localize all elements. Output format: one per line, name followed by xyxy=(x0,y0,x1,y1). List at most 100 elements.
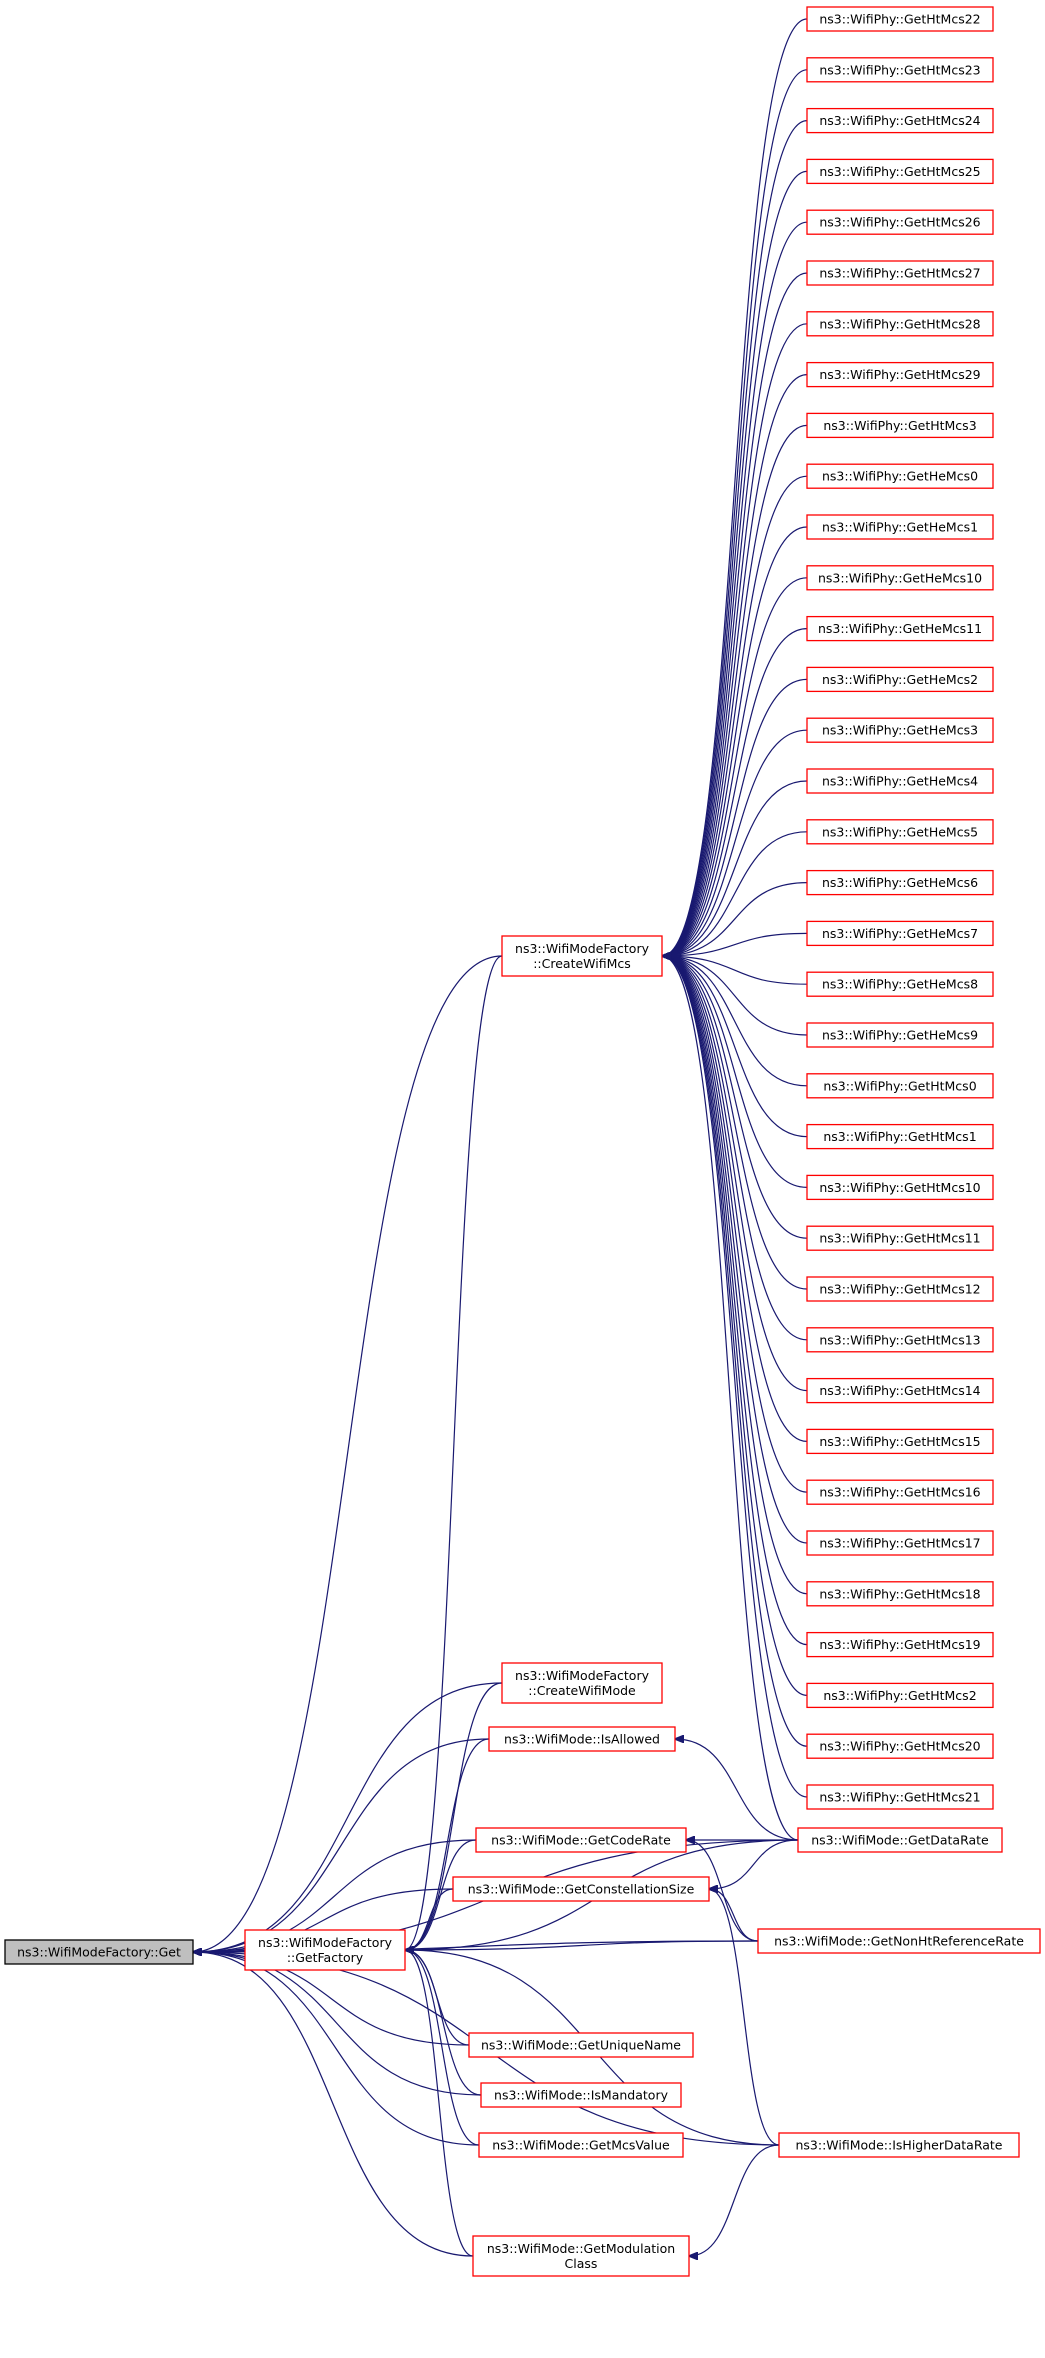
edge-ht14-to-createwifimcs xyxy=(662,956,808,1392)
node-ns3-wifiphy-gethtmcs11[interactable]: ns3::WifiPhy::GetHtMcs11 xyxy=(806,1225,994,1251)
node-ns3-wifiphy-gethemcs8[interactable]: ns3::WifiPhy::GetHeMcs8 xyxy=(806,971,994,997)
edge-ht26-to-createwifimcs xyxy=(662,221,808,956)
node-label: ns3::WifiPhy::GetHeMcs2 xyxy=(822,672,978,687)
node-box xyxy=(806,1022,994,1048)
node-ns3-wifiphy-gethtmcs14[interactable]: ns3::WifiPhy::GetHtMcs14 xyxy=(806,1377,994,1404)
node-ns3-wifimodefactory-createwifimode[interactable]: ns3::WifiModeFactory::CreateWifiMode xyxy=(501,1662,663,1704)
node-ns3-wifimode-getmcsvalue[interactable]: ns3::WifiMode::GetMcsValue xyxy=(478,2132,684,2158)
node-ns3-wifiphy-gethtmcs13[interactable]: ns3::WifiPhy::GetHtMcs13 xyxy=(806,1327,994,1353)
node-ns3-wifiphy-gethtmcs15[interactable]: ns3::WifiPhy::GetHtMcs15 xyxy=(806,1428,994,1455)
edge-ht21-to-createwifimcs xyxy=(662,956,808,1798)
node-ns3-wifimode-getdatarate[interactable]: ns3::WifiMode::GetDataRate xyxy=(797,1827,1003,1853)
node-label: ns3::WifiPhy::GetHtMcs24 xyxy=(819,113,980,128)
node-box xyxy=(806,920,994,947)
edge-he4-to-createwifimcs xyxy=(662,780,808,956)
node-ns3-wifiphy-gethemcs10[interactable]: ns3::WifiPhy::GetHeMcs10 xyxy=(806,565,994,591)
edge-he11-to-createwifimcs xyxy=(662,628,808,956)
edge-he1-to-createwifimcs xyxy=(662,526,808,956)
node-ns3-wifiphy-gethtmcs12[interactable]: ns3::WifiPhy::GetHtMcs12 xyxy=(806,1276,994,1302)
node-label: ns3::WifiPhy::GetHtMcs21 xyxy=(819,1790,980,1805)
node-label: ns3::WifiPhy::GetHtMcs29 xyxy=(819,367,980,382)
node-ns3-wifiphy-gethtmcs16[interactable]: ns3::WifiPhy::GetHtMcs16 xyxy=(806,1479,994,1505)
node-ns3-wifimodefactory-get[interactable]: ns3::WifiModeFactory::Get xyxy=(4,1939,194,1965)
node-label: ns3::WifiModeFactory::Get xyxy=(17,1945,181,1960)
node-label: ns3::WifiPhy::GetHtMcs28 xyxy=(819,316,980,331)
node-ns3-wifimode-getconstellationsize[interactable]: ns3::WifiMode::GetConstellationSize xyxy=(452,1876,710,1902)
edge-ht24-to-createwifimcs xyxy=(662,120,808,956)
node-ns3-wifimode-isallowed[interactable]: ns3::WifiMode::IsAllowed xyxy=(488,1726,676,1752)
node-label: ns3::WifiPhy::GetHtMcs3 xyxy=(823,418,976,433)
node-label: ns3::WifiPhy::GetHtMcs10 xyxy=(819,1180,980,1195)
edge-ht23-to-createwifimcs xyxy=(662,69,808,956)
node-ns3-wifimode-getuniquename[interactable]: ns3::WifiMode::GetUniqueName xyxy=(468,2032,694,2058)
node-ns3-wifimode-getnonhtreferencerate[interactable]: ns3::WifiMode::GetNonHtReferenceRate xyxy=(757,1928,1041,1954)
node-label: ::GetFactory xyxy=(287,1950,364,1965)
node-ns3-wifiphy-gethtmcs18[interactable]: ns3::WifiPhy::GetHtMcs18 xyxy=(806,1581,994,1607)
node-ns3-wifiphy-gethemcs7[interactable]: ns3::WifiPhy::GetHeMcs7 xyxy=(806,920,994,947)
edge-getdatarate-to-createwifimcs xyxy=(662,956,799,1841)
node-box xyxy=(806,107,994,134)
node-ns3-wifimodefactory-getfactory[interactable]: ns3::WifiModeFactory::GetFactory xyxy=(244,1929,406,1971)
node-box xyxy=(478,2132,684,2158)
edge-he5-to-createwifimcs xyxy=(662,831,808,956)
node-ns3-wifiphy-gethtmcs20[interactable]: ns3::WifiPhy::GetHtMcs20 xyxy=(806,1733,994,1759)
node-ns3-wifiphy-gethtmcs27[interactable]: ns3::WifiPhy::GetHtMcs27 xyxy=(806,260,994,286)
node-box xyxy=(806,1073,994,1099)
node-box xyxy=(806,209,994,235)
node-label: ns3::WifiPhy::GetHeMcs3 xyxy=(822,723,978,738)
node-ns3-wifiphy-gethtmcs24[interactable]: ns3::WifiPhy::GetHtMcs24 xyxy=(806,107,994,134)
node-box xyxy=(806,1479,994,1505)
node-ns3-wifiphy-gethemcs2[interactable]: ns3::WifiPhy::GetHeMcs2 xyxy=(806,666,994,693)
node-ns3-wifimode-ishigherdatarate[interactable]: ns3::WifiMode::IsHigherDataRate xyxy=(778,2132,1020,2158)
edge-ht27-to-createwifimcs xyxy=(662,272,808,956)
node-ns3-wifiphy-gethemcs11[interactable]: ns3::WifiPhy::GetHeMcs11 xyxy=(806,615,994,642)
edge-ishigherdatarate-to-getconstellationsize xyxy=(709,1889,780,2146)
node-ns3-wifiphy-gethemcs9[interactable]: ns3::WifiPhy::GetHeMcs9 xyxy=(806,1022,994,1048)
node-ns3-wifiphy-gethtmcs25[interactable]: ns3::WifiPhy::GetHtMcs25 xyxy=(806,158,994,185)
node-box xyxy=(806,1276,994,1302)
edge-ht10-to-createwifimcs xyxy=(662,956,808,1188)
node-label: ns3::WifiMode::GetConstellationSize xyxy=(468,1882,695,1897)
node-box xyxy=(806,1682,994,1709)
node-label: ns3::WifiPhy::GetHtMcs23 xyxy=(819,62,980,77)
node-ns3-wifiphy-gethtmcs19[interactable]: ns3::WifiPhy::GetHtMcs19 xyxy=(806,1631,994,1658)
node-ns3-wifiphy-gethtmcs1[interactable]: ns3::WifiPhy::GetHtMcs1 xyxy=(806,1123,994,1150)
node-ns3-wifimodefactory-createwifimcs[interactable]: ns3::WifiModeFactory::CreateWifiMcs xyxy=(501,935,663,977)
node-ns3-wifiphy-gethemcs4[interactable]: ns3::WifiPhy::GetHeMcs4 xyxy=(806,768,994,794)
node-label: ns3::WifiPhy::GetHtMcs1 xyxy=(823,1129,976,1144)
node-label: ns3::WifiPhy::GetHtMcs17 xyxy=(819,1536,980,1551)
node-ns3-wifiphy-gethtmcs29[interactable]: ns3::WifiPhy::GetHtMcs29 xyxy=(806,361,994,388)
node-ns3-wifiphy-gethtmcs3[interactable]: ns3::WifiPhy::GetHtMcs3 xyxy=(806,412,994,439)
node-ns3-wifiphy-gethtmcs0[interactable]: ns3::WifiPhy::GetHtMcs0 xyxy=(806,1073,994,1099)
edge-ht13-to-createwifimcs xyxy=(662,956,808,1341)
edge-createwifimcs-to-get xyxy=(193,955,503,1952)
node-ns3-wifiphy-gethtmcs10[interactable]: ns3::WifiPhy::GetHtMcs10 xyxy=(806,1174,994,1201)
node-box xyxy=(806,1174,994,1201)
node-ns3-wifiphy-gethtmcs28[interactable]: ns3::WifiPhy::GetHtMcs28 xyxy=(806,311,994,337)
node-ns3-wifiphy-gethtmcs26[interactable]: ns3::WifiPhy::GetHtMcs26 xyxy=(806,209,994,235)
node-ns3-wifimode-getcoderate[interactable]: ns3::WifiMode::GetCodeRate xyxy=(475,1827,687,1853)
node-label: ns3::WifiMode::IsMandatory xyxy=(494,2088,669,2103)
node-label: ns3::WifiMode::GetCodeRate xyxy=(491,1833,671,1848)
node-ns3-wifiphy-gethtmcs2[interactable]: ns3::WifiPhy::GetHtMcs2 xyxy=(806,1682,994,1709)
node-ns3-wifiphy-gethtmcs22[interactable]: ns3::WifiPhy::GetHtMcs22 xyxy=(806,6,994,32)
node-box xyxy=(468,2032,694,2058)
edge-ht17-to-createwifimcs xyxy=(662,956,808,1544)
node-label: ns3::WifiPhy::GetHtMcs11 xyxy=(819,1231,980,1246)
edge-he0-to-createwifimcs xyxy=(662,475,808,956)
edge-ht29-to-createwifimcs xyxy=(662,374,808,956)
node-ns3-wifimode-ismandatory[interactable]: ns3::WifiMode::IsMandatory xyxy=(480,2082,682,2108)
node-ns3-wifiphy-gethemcs0[interactable]: ns3::WifiPhy::GetHeMcs0 xyxy=(806,463,994,489)
node-ns3-wifiphy-gethtmcs21[interactable]: ns3::WifiPhy::GetHtMcs21 xyxy=(806,1784,994,1810)
node-ns3-wifiphy-gethemcs3[interactable]: ns3::WifiPhy::GetHeMcs3 xyxy=(806,717,994,743)
node-ns3-wifiphy-gethtmcs17[interactable]: ns3::WifiPhy::GetHtMcs17 xyxy=(806,1530,994,1556)
edge-ht15-to-createwifimcs xyxy=(662,956,808,1442)
node-ns3-wifiphy-gethemcs5[interactable]: ns3::WifiPhy::GetHeMcs5 xyxy=(806,819,994,845)
edge-he3-to-createwifimcs xyxy=(662,729,808,956)
node-ns3-wifiphy-gethemcs6[interactable]: ns3::WifiPhy::GetHeMcs6 xyxy=(806,869,994,896)
node-ns3-wifiphy-gethemcs1[interactable]: ns3::WifiPhy::GetHeMcs1 xyxy=(806,514,994,540)
edge-ht22-to-createwifimcs xyxy=(662,18,808,956)
node-ns3-wifiphy-gethtmcs23[interactable]: ns3::WifiPhy::GetHtMcs23 xyxy=(806,57,994,83)
node-box xyxy=(806,869,994,896)
